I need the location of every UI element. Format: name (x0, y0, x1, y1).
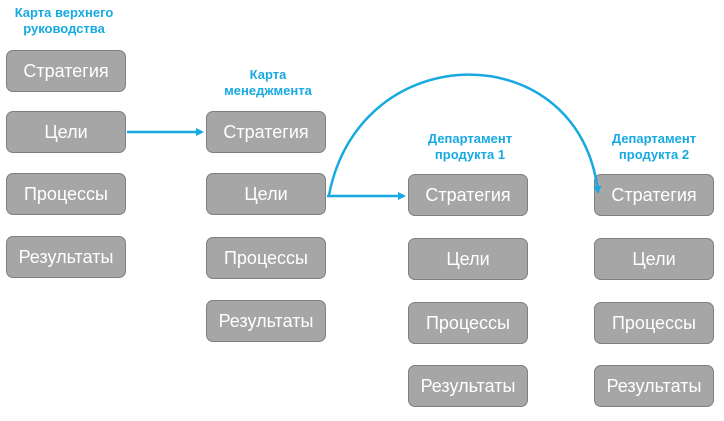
box-strategy-product-2: Стратегия (594, 174, 714, 216)
arc-management-goals-to-product-2-strategy (327, 73, 602, 196)
column-title-product-department-1: Департамент продукта 1 (408, 131, 532, 163)
box-goals-product-1: Цели (408, 238, 528, 280)
box-strategy-top-management: Стратегия (6, 50, 126, 92)
box-processes-top-management: Процессы (6, 173, 126, 215)
box-goals-product-2: Цели (594, 238, 714, 280)
box-results-product-1: Результаты (408, 365, 528, 407)
column-title-top-management: Карта верхнего руководства (3, 5, 125, 37)
column-title-line1: Департамент (611, 131, 697, 146)
column-title-line1: Карта верхнего (14, 5, 114, 20)
box-results-management: Результаты (206, 300, 326, 342)
box-processes-product-2: Процессы (594, 302, 714, 344)
column-title-product-department-2: Департамент продукта 2 (592, 131, 716, 163)
column-title-line1: Карта (249, 67, 287, 82)
column-title-line2: продукта 1 (434, 147, 506, 162)
column-title-management: Карта менеджмента (202, 67, 334, 99)
box-goals-management: Цели (206, 173, 326, 215)
column-title-line2: продукта 2 (618, 147, 690, 162)
box-processes-product-1: Процессы (408, 302, 528, 344)
box-results-product-2: Результаты (594, 365, 714, 407)
box-processes-management: Процессы (206, 237, 326, 279)
box-goals-top-management: Цели (6, 111, 126, 153)
box-results-top-management: Результаты (6, 236, 126, 278)
column-title-line1: Департамент (427, 131, 513, 146)
box-strategy-management: Стратегия (206, 111, 326, 153)
box-strategy-product-1: Стратегия (408, 174, 528, 216)
column-title-line2: менеджмента (224, 83, 312, 98)
column-title-line2: руководства (23, 21, 105, 36)
